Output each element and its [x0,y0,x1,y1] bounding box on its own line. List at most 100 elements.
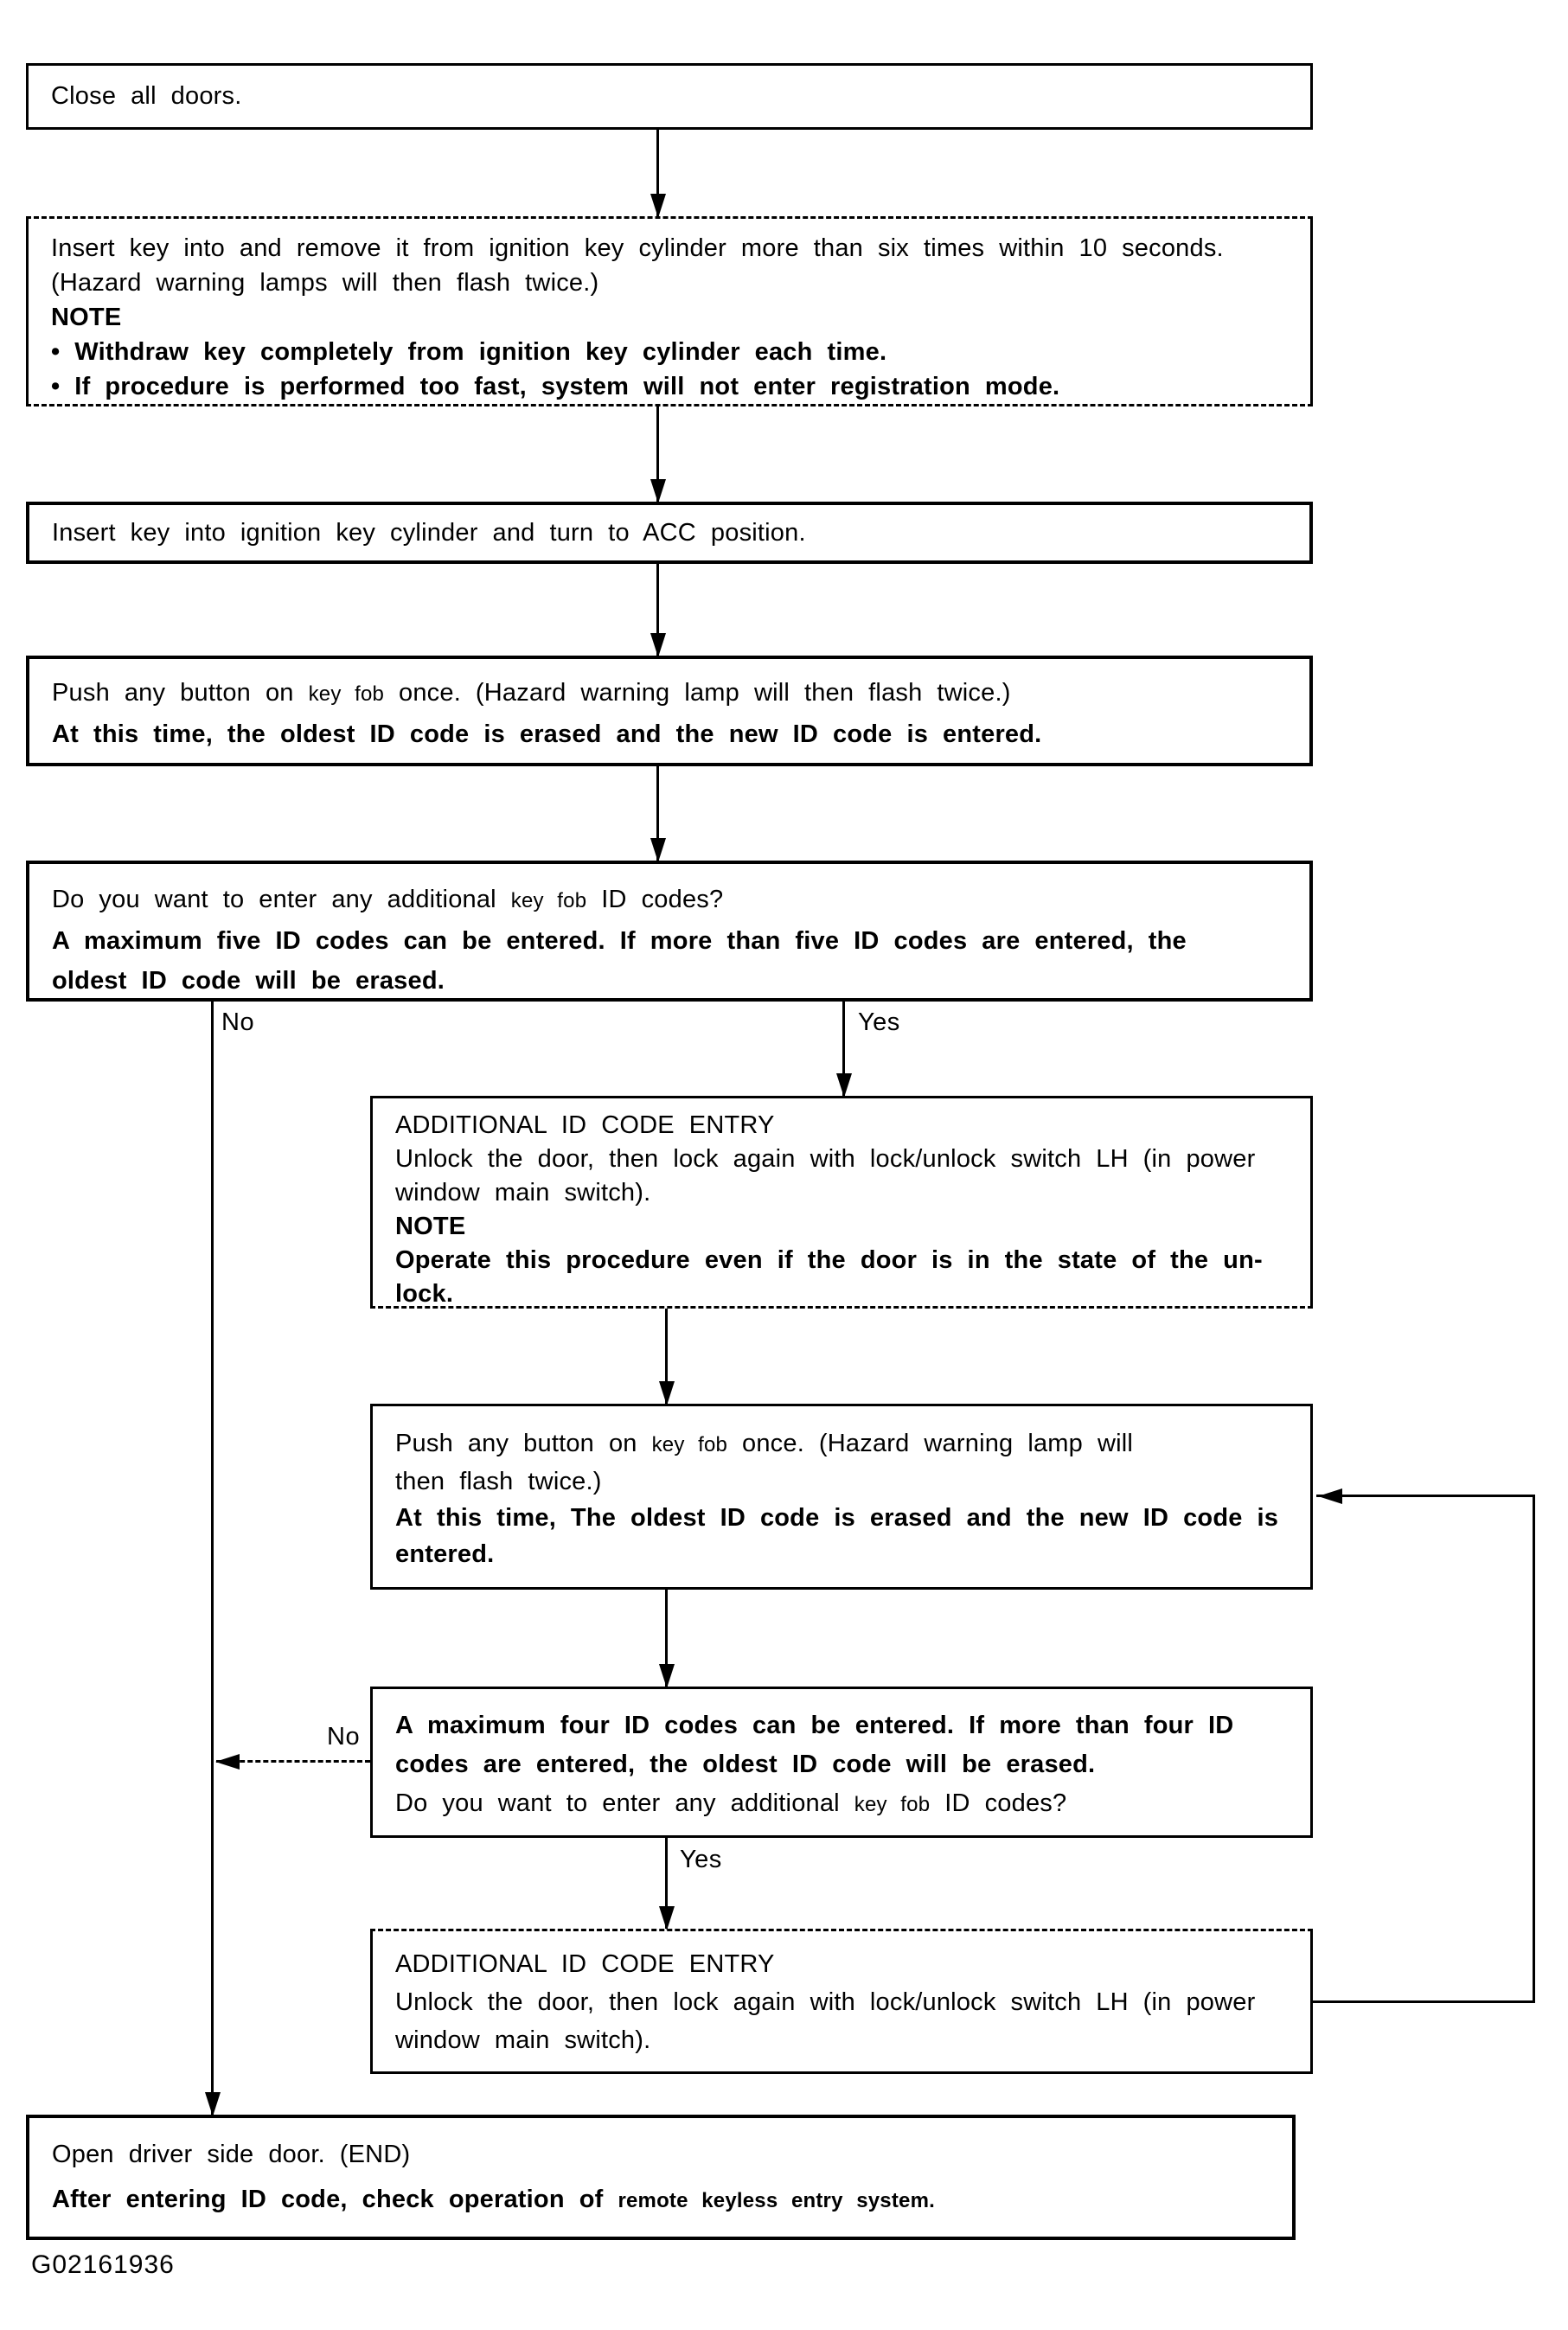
text-segment: codes are entered, the oldest ID code wi… [395,1751,1096,1778]
text-line: codes are entered, the oldest ID code wi… [395,1745,1310,1784]
text-line: NOTE [51,300,1310,335]
arrow-down [650,633,666,657]
text-segment: key fob [854,1793,931,1816]
connector-line-no-branch [211,1002,214,2115]
flow-box-push-button-first: Push any button on key fob once. (Hazard… [26,656,1313,766]
text-segment: Close all doors. [51,82,242,110]
text-segment: Push any button on [52,679,309,707]
text-segment: ADDITIONAL ID CODE ENTRY [395,1111,775,1139]
text-line: A maximum five ID codes can be entered. … [52,921,1309,961]
arrow-down [650,194,666,218]
arrow-down [836,1073,852,1098]
text-segment: Push any button on [395,1430,652,1457]
text-line: Unlock the door, then lock again with lo… [395,1983,1310,2021]
text-segment: then flash twice.) [395,1468,602,1495]
text-line: Push any button on key fob once. (Hazard… [52,673,1309,714]
text-segment: After entering ID code, check operation … [52,2186,618,2213]
text-segment: once. (Hazard warning lamp will then fla… [384,679,1011,707]
connector-line-yes-branch [842,1002,845,1096]
text-segment: Do you want to enter any additional [395,1789,854,1817]
text-segment: • If procedure is performed too fast, sy… [51,373,1060,400]
connector-line [656,406,659,502]
text-segment: At this time, the oldest ID code is eras… [52,720,1042,748]
flow-box-question-four-codes: A maximum four ID codes can be entered. … [370,1687,1313,1838]
arrow-down [659,1906,675,1930]
arrow-down [205,2092,221,2116]
connector-line [656,128,659,216]
text-segment: ID codes? [586,886,724,913]
text-line: Do you want to enter any additional key … [395,1784,1310,1824]
text-segment: entered. [395,1540,495,1568]
text-line: window main switch). [395,1176,1310,1210]
text-segment: (Hazard warning lamps will then flash tw… [51,269,599,297]
text-segment: key fob [308,682,385,706]
connector-line-no-return [216,1760,370,1763]
flow-box-key-cycle-note: Insert key into and remove it from ignit… [26,216,1313,406]
branch-label-yes: Yes [680,1846,722,1873]
text-line: Open driver side door. (END) [52,2132,1292,2177]
text-line: • If procedure is performed too fast, sy… [51,369,1310,404]
text-segment: A maximum four ID codes can be entered. … [395,1712,1234,1739]
text-segment: lock. [395,1280,454,1308]
text-segment: Insert key into and remove it from ignit… [51,234,1224,262]
text-line: At this time, The oldest ID code is eras… [395,1500,1310,1536]
text-line: Operate this procedure even if the door … [395,1244,1310,1277]
text-line: then flash twice.) [395,1463,1310,1500]
text-segment: oldest ID code will be erased. [52,967,445,995]
connector-line [656,765,659,861]
loop-line-bottom [1313,2000,1535,2003]
text-segment: • Withdraw key completely from ignition … [51,338,887,366]
branch-label-no: No [221,1008,255,1036]
text-line: Unlock the door, then lock again with lo… [395,1143,1310,1176]
flow-box-additional-id-entry-1: ADDITIONAL ID CODE ENTRY Unlock the door,… [370,1096,1313,1309]
text-segment: Unlock the door, then lock again with lo… [395,1988,1256,2016]
text-line: Insert key into and remove it from ignit… [51,231,1310,266]
arrow-left [215,1754,240,1770]
text-segment: window main switch). [395,2026,651,2054]
flow-box-additional-id-entry-2: ADDITIONAL ID CODE ENTRY Unlock the door,… [370,1929,1313,2074]
text-segment: Open driver side door. (END) [52,2141,411,2168]
flow-box-push-button-second: Push any button on key fob once. (Hazard… [370,1404,1313,1590]
arrow-down [650,479,666,503]
connector-line [665,1590,668,1687]
text-line: ADDITIONAL ID CODE ENTRY [395,1109,1310,1143]
arrow-down [659,1664,675,1688]
text-line: lock. [395,1277,1310,1311]
text-segment: remote keyless entry system. [618,2189,936,2212]
text-segment: Operate this procedure even if the door … [395,1246,1263,1274]
arrow-left [1318,1488,1342,1504]
arrow-down [650,838,666,862]
text-segment: Insert key into ignition key cylinder an… [52,518,806,547]
text-line: window main switch). [395,2021,1310,2059]
figure-id-caption: G02161936 [31,2250,175,2279]
loop-line-right [1533,1495,1535,2003]
flow-box-acc-position: Insert key into ignition key cylinder an… [26,502,1313,564]
text-segment: ID codes? [930,1789,1067,1817]
loop-line-top [1316,1495,1535,1497]
text-line: At this time, the oldest ID code is eras… [52,714,1309,754]
text-line: A maximum four ID codes can be entered. … [395,1706,1310,1745]
text-line: entered. [395,1536,1310,1572]
text-line: After entering ID code, check operation … [52,2177,1292,2224]
flow-box-open-door-end: Open driver side door. (END) After enteri… [26,2115,1296,2240]
text-segment: NOTE [51,304,122,331]
text-line: Insert key into ignition key cylinder an… [52,519,1309,547]
text-segment: window main switch). [395,1179,651,1207]
text-segment: NOTE [395,1213,466,1240]
text-segment: A maximum five ID codes can be entered. … [52,927,1187,955]
text-segment: once. (Hazard warning lamp will [727,1430,1134,1457]
arrow-down [659,1381,675,1405]
text-segment: key fob [510,889,587,912]
flow-box-close-doors: Close all doors. [26,63,1313,130]
text-segment: Unlock the door, then lock again with lo… [395,1145,1256,1173]
text-line: ADDITIONAL ID CODE ENTRY [395,1945,1310,1983]
text-line: Do you want to enter any additional key … [52,880,1309,921]
text-segment: At this time, The oldest ID code is eras… [395,1504,1279,1532]
text-line: oldest ID code will be erased. [52,961,1309,1001]
text-line: • Withdraw key completely from ignition … [51,335,1310,369]
connector-line [665,1309,668,1404]
text-segment: Do you want to enter any additional [52,886,511,913]
branch-label-yes: Yes [858,1008,900,1036]
text-line: (Hazard warning lamps will then flash tw… [51,266,1310,300]
